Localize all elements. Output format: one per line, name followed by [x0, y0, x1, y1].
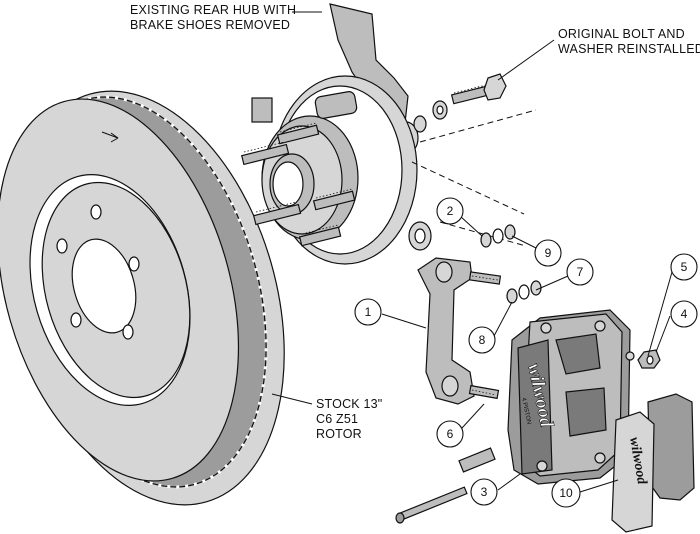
callout-10-label: 10	[559, 486, 573, 500]
callout-7-label: 7	[577, 265, 584, 279]
pin-and-sleeve	[395, 447, 496, 524]
callout-4: 4	[655, 300, 698, 353]
callout-6: 6	[436, 403, 485, 448]
callout-8-label: 8	[479, 333, 486, 347]
caliper-subtext: 4 PISTON	[520, 397, 532, 425]
hub-knuckle	[251, 3, 432, 265]
brake-pads: wilwood	[611, 393, 695, 533]
callout-3: 3	[470, 473, 521, 506]
callout-5-label: 5	[681, 260, 688, 274]
callout-2: 2	[436, 197, 483, 237]
callout-7: 7	[535, 258, 594, 291]
rotor	[0, 90, 285, 506]
callout-9: 9	[511, 235, 562, 267]
label-rotor-line3: ROTOR	[316, 427, 362, 441]
callout-4-label: 4	[681, 307, 688, 321]
shim-washers	[480, 224, 542, 304]
label-existing-rear-hub: EXISTING REAR HUB WITH BRAKE SHOES REMOV…	[130, 3, 322, 32]
callout-1-label: 1	[365, 305, 372, 319]
label-bolt-line1: ORIGINAL BOLT AND	[558, 27, 685, 41]
label-rotor-line2: C6 Z51	[316, 412, 358, 426]
callout-2-label: 2	[447, 204, 454, 218]
callout-10: 10	[551, 478, 619, 508]
mounting-bracket	[417, 257, 502, 405]
callout-3-label: 3	[481, 485, 488, 499]
callout-8: 8	[468, 301, 513, 354]
alignment-lines	[411, 109, 537, 247]
wheel-studs	[240, 122, 356, 247]
original-bolt-and-washer	[413, 73, 507, 133]
callout-5: 5	[647, 253, 698, 357]
callout-6-label: 6	[447, 427, 454, 441]
callout-1: 1	[354, 298, 427, 329]
label-stock-rotor: STOCK 13" C6 Z51 ROTOR	[271, 393, 382, 441]
label-hub-line2: BRAKE SHOES REMOVED	[130, 18, 290, 32]
label-rotor-line1: STOCK 13"	[316, 397, 382, 411]
label-original-bolt: ORIGINAL BOLT AND WASHER REINSTALLED	[497, 27, 700, 81]
label-bolt-line2: WASHER REINSTALLED	[558, 42, 700, 56]
bleeder-and-nut	[637, 349, 661, 369]
label-hub-line1: EXISTING REAR HUB WITH	[130, 3, 296, 17]
callout-9-label: 9	[545, 246, 552, 260]
